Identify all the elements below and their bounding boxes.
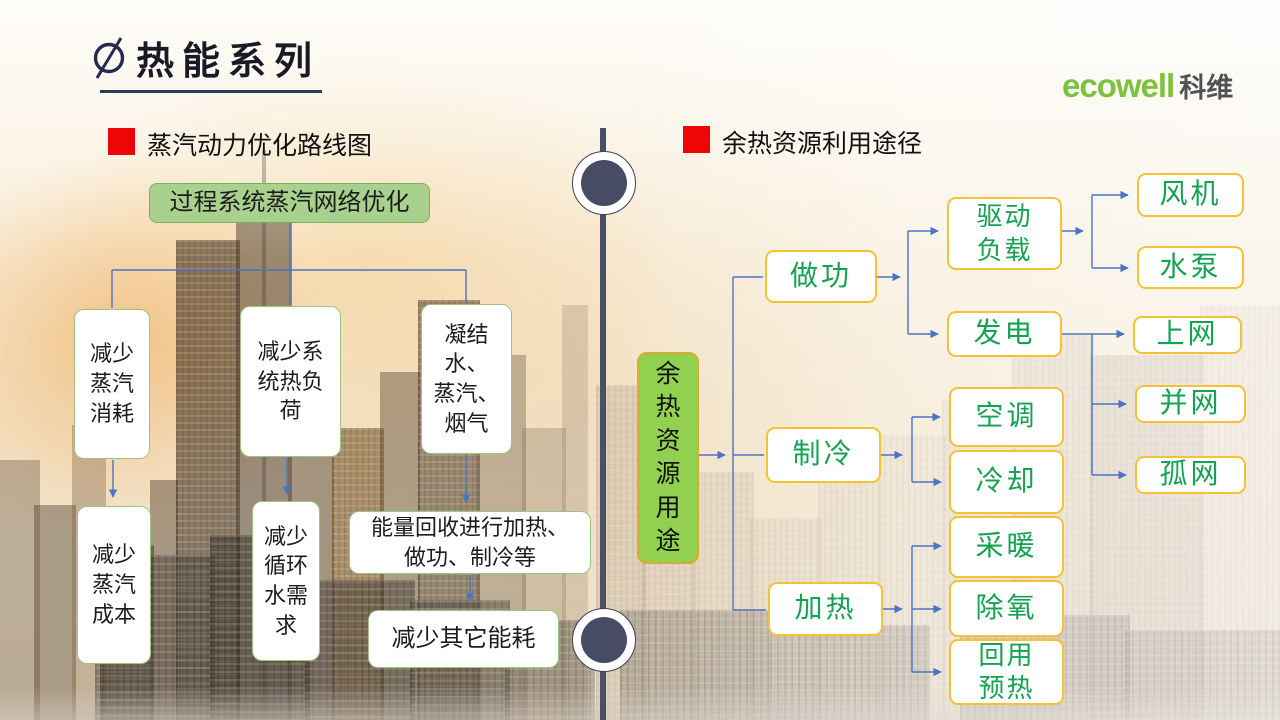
flow-box-condensate-steam-flue: 凝结 水、 蒸汽、 烟气: [421, 304, 512, 454]
tree-box-grid-feed: 上网: [1133, 316, 1242, 354]
timeline-node-bottom-core: [581, 617, 627, 663]
timeline-line: [600, 128, 606, 720]
tree-box-cooling: 冷却: [949, 450, 1064, 514]
timeline-node-top-core: [581, 160, 627, 206]
page-title: 热能系列: [136, 41, 321, 83]
logo: ecowell 科维: [1062, 66, 1233, 105]
right-section-heading: 余热资源利用途径: [722, 130, 923, 158]
center-label-text: 余热资源用途: [655, 359, 681, 556]
center-label-box: 余热资源用途: [637, 352, 699, 564]
tree-box-air-conditioning: 空调: [949, 387, 1064, 447]
flow-box-reduce-other-energy: 减少其它能耗: [368, 610, 559, 668]
tree-box-grid-tie: 并网: [1135, 385, 1246, 423]
tree-box-drive-load: 驱动 负载: [947, 197, 1062, 270]
flow-box-reduce-steam-cost: 减少 蒸汽 成本: [77, 506, 151, 664]
tree-box-generate: 发电: [947, 311, 1062, 357]
tree-box-pump: 水泵: [1137, 246, 1244, 289]
tree-box-space-heating: 采暖: [949, 516, 1064, 578]
left-heading-bullet: [108, 128, 135, 155]
tree-box-work: 做功: [765, 250, 877, 303]
title-underline: [100, 90, 322, 93]
tree-box-grid-island: 孤网: [1135, 456, 1246, 494]
logo-cn-text: 科维: [1179, 73, 1234, 103]
flow-box-energy-recovery: 能量回收进行加热、 做功、制冷等: [349, 511, 591, 574]
flow-box-root: 过程系统蒸汽网络优化: [149, 183, 430, 223]
logo-brand: ecowell: [1062, 67, 1175, 104]
tree-box-fan: 风机: [1137, 173, 1244, 217]
tree-box-heating: 加热: [768, 582, 883, 636]
flow-box-reduce-sys-heat-load: 减少系 统热负 荷: [240, 306, 341, 457]
circle-slash-icon: [93, 37, 125, 79]
tree-box-deoxygenation: 除氧: [949, 580, 1064, 637]
tree-box-refrigeration: 制冷: [766, 427, 881, 483]
left-section-heading: 蒸汽动力优化路线图: [147, 132, 373, 160]
tree-box-reuse-preheat: 回用 预热: [949, 639, 1064, 705]
flow-box-reduce-cycle-water: 减少 循环 水需 求: [252, 501, 320, 661]
right-heading-bullet: [683, 126, 710, 153]
flow-box-reduce-steam-use: 减少 蒸汽 消耗: [74, 309, 150, 459]
